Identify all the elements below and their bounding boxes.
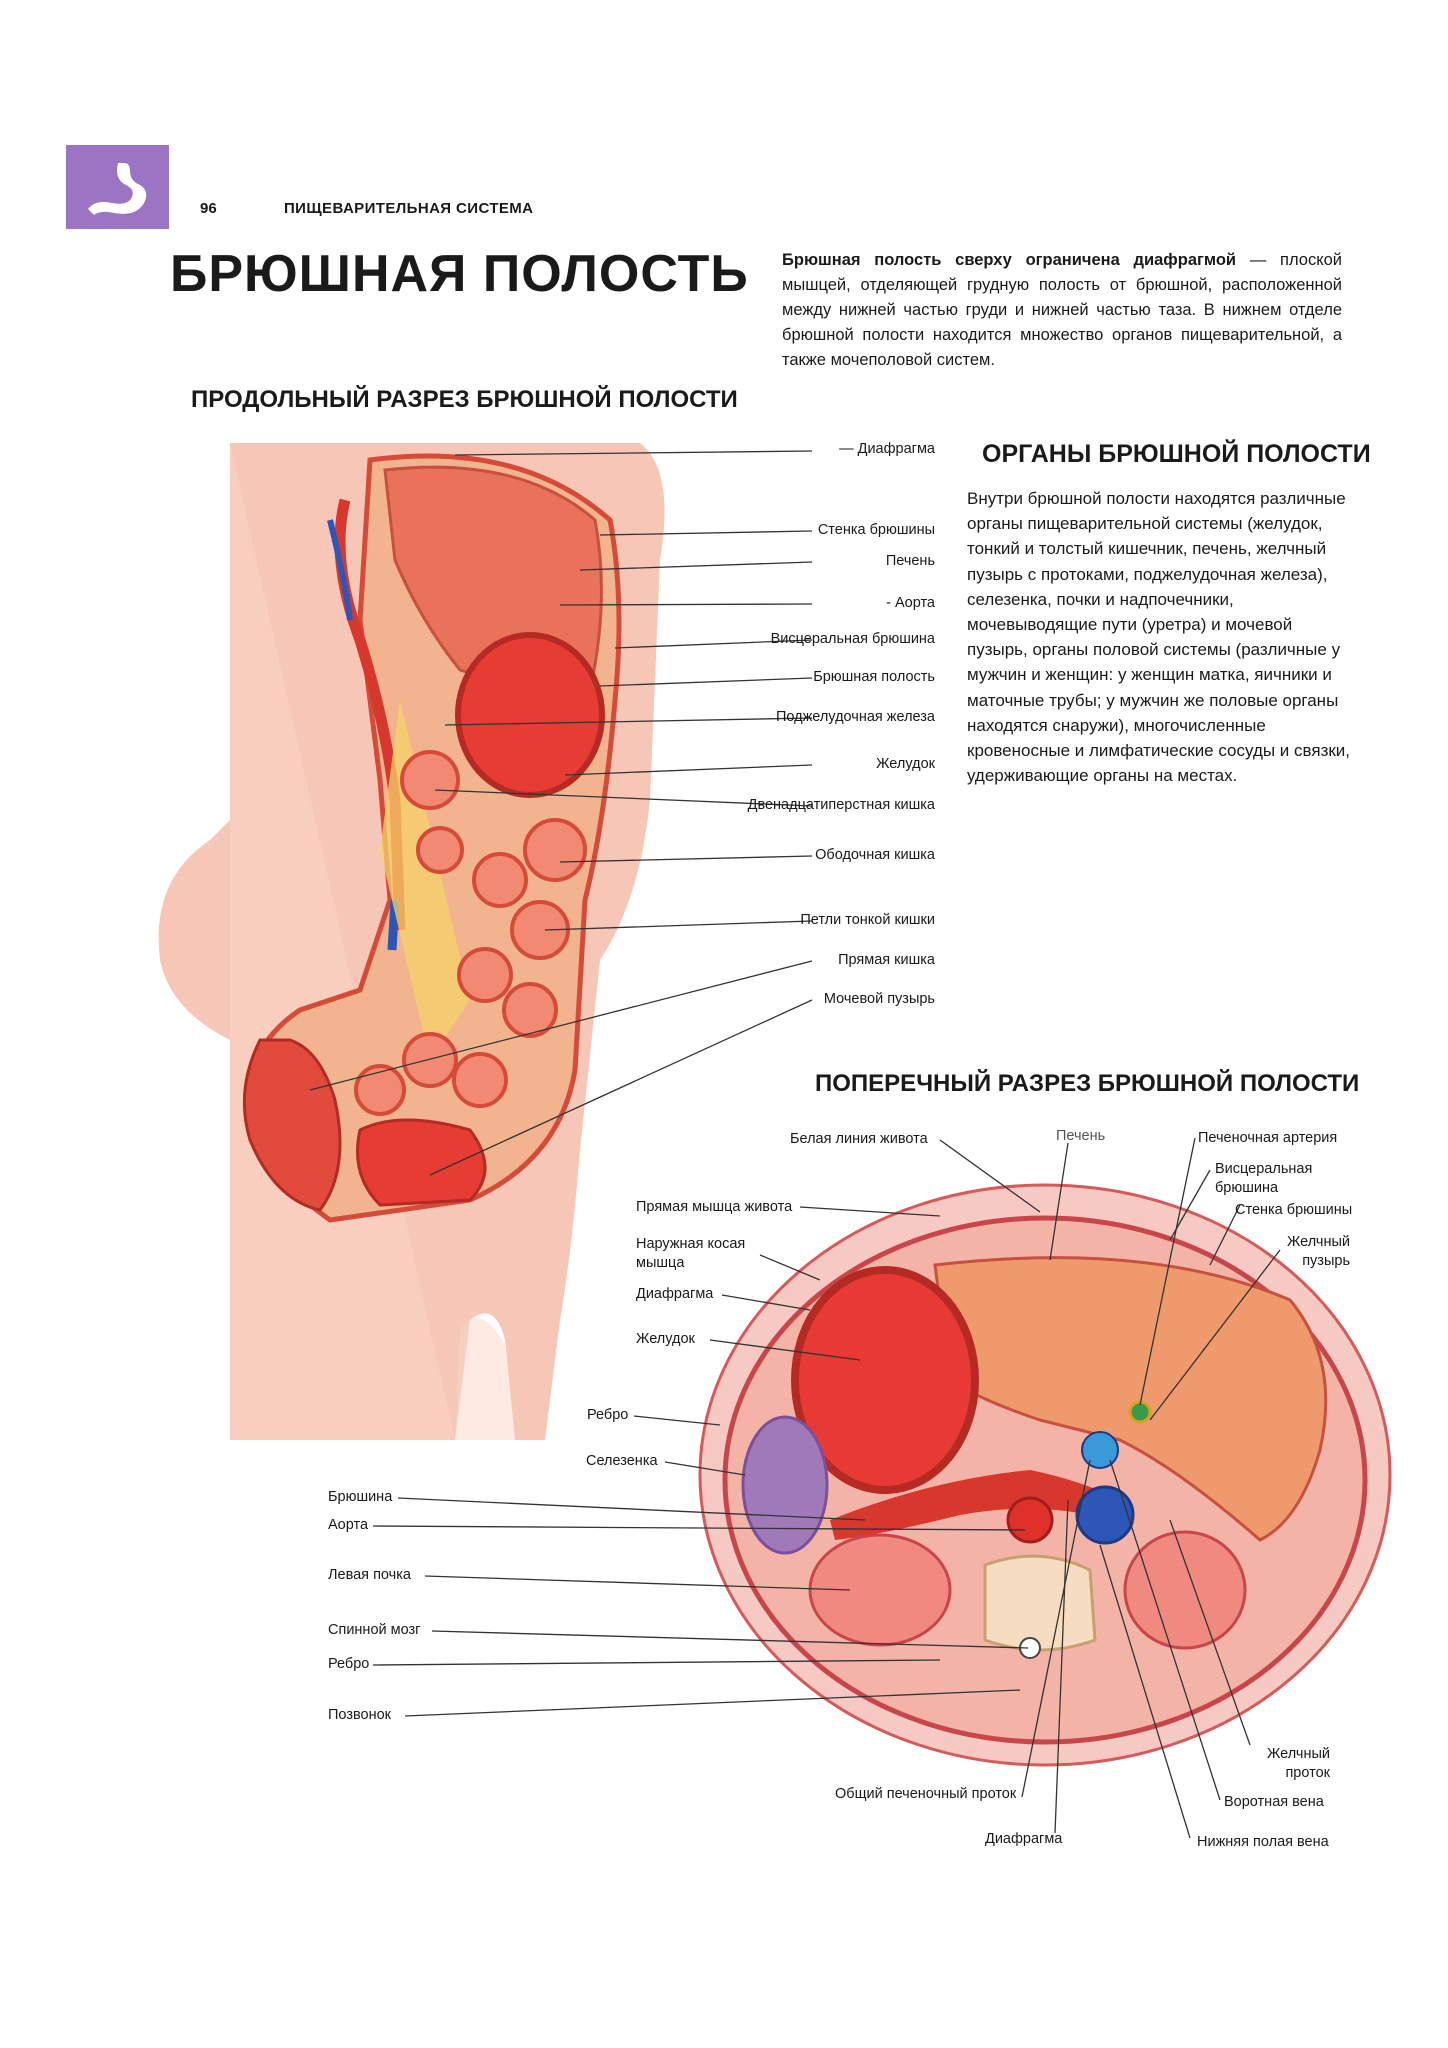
label-vertebra-t: Позвонок — [328, 1706, 391, 1725]
label-ivc: Нижняя полая вена — [1197, 1833, 1329, 1852]
aorta-section — [1008, 1498, 1052, 1542]
label-rib-t: Ребро — [587, 1406, 628, 1425]
ivc-section — [1077, 1487, 1133, 1543]
label-rib2-t: Ребро — [328, 1655, 369, 1674]
right-kidney-section — [1125, 1532, 1245, 1648]
label-liver-t: Печень — [1056, 1127, 1105, 1146]
label-common-hepatic-duct: Общий печеночный проток — [835, 1785, 1016, 1804]
vertebra-section — [985, 1556, 1095, 1650]
label-aorta-t: Аорта — [328, 1516, 368, 1535]
label-bile-duct: Желчный проток — [1250, 1745, 1330, 1783]
label-oblique-muscle: Наружная косая мышца — [636, 1235, 766, 1273]
label-diaphragm2-t: Диафрагма — [985, 1830, 1062, 1849]
label-portal-vein: Воротная вена — [1224, 1793, 1324, 1812]
label-spleen-t: Селезенка — [586, 1452, 658, 1471]
label-white-line: Белая линия живота — [790, 1130, 928, 1149]
label-peritoneum-t: Брюшина — [328, 1488, 392, 1507]
label-diaphragm-t: Диафрагма — [636, 1285, 713, 1304]
label-left-kidney-t: Левая почка — [328, 1566, 411, 1585]
label-gallbladder-t: Желчный пузырь — [1270, 1233, 1350, 1271]
label-hepatic-artery: Печеночная артерия — [1198, 1129, 1337, 1148]
label-rectus-muscle: Прямая мышца живота — [636, 1198, 792, 1217]
label-visceral-peritoneum-t: Висцеральная брюшина — [1215, 1160, 1325, 1198]
label-peritoneum-wall-t: Стенка брюшины — [1235, 1201, 1352, 1220]
label-spinal-cord-t: Спинной мозг — [328, 1621, 420, 1640]
spleen-section — [743, 1417, 827, 1553]
label-stomach-t: Желудок — [636, 1330, 695, 1349]
